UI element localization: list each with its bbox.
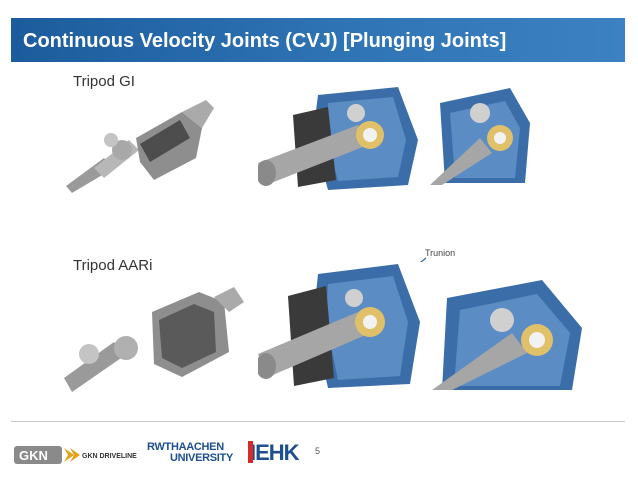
iehk-logo-accent-icon	[248, 441, 253, 463]
gkn-driveline-text: GKN DRIVELINE	[82, 453, 137, 460]
label-tripod-aari: Tripod AARi	[73, 257, 153, 274]
gkn-logo-mark-icon: GKN	[14, 446, 80, 464]
tripod-gi-cutaway-image	[258, 85, 423, 193]
page-number: 5	[315, 446, 321, 456]
tripod-gi-exterior-image	[64, 98, 214, 193]
rwth-logo-line2: UNIVERSITY	[170, 452, 234, 464]
tripod-gi-detail-image	[430, 83, 530, 185]
title-bar: Continuous Velocity Joints (CVJ) [Plungi…	[11, 18, 625, 62]
rwth-logo-line1: RWTHAACHEN	[147, 441, 224, 453]
tripod-aari-cutaway-image	[258, 262, 423, 390]
trunion-callout-label: Trunion	[425, 248, 456, 258]
label-tripod-gi: Tripod GI	[73, 73, 135, 90]
gkn-logo-text: GKN	[19, 448, 48, 463]
tripod-aari-exterior-image	[64, 282, 244, 394]
slide-title: Continuous Velocity Joints (CVJ) [Plungi…	[23, 30, 507, 52]
tripod-aari-detail-image	[432, 278, 588, 390]
iehk-logo-text: IEHK	[250, 440, 300, 465]
gkn-logo: GKN	[14, 446, 80, 464]
footer-divider	[11, 421, 625, 422]
